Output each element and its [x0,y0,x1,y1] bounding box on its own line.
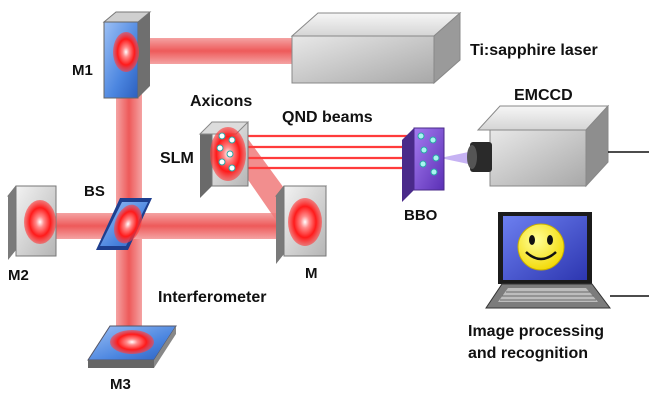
smiley-face-icon [517,223,565,271]
labels: M1 Ti:sapphire laser Axicons QND beams E… [8,42,604,393]
label-and-recognition: and recognition [468,345,588,362]
qnd-beam-lines [232,134,420,170]
beam-splitter-bs [96,198,152,250]
label-axicons: Axicons [190,93,252,110]
bbo-crystal [402,127,445,202]
label-image-processing: Image processing [468,323,604,340]
mirror-m3 [87,325,177,368]
label-emccd: EMCCD [514,87,573,104]
label-qnd-beams: QND beams [282,109,373,126]
beam-m2-to-m [42,213,284,239]
emccd-camera [467,104,649,188]
label-interferometer: Interferometer [158,289,266,306]
mirror-m2 [6,185,57,260]
laptop-icon [485,212,649,309]
mirror-m1 [102,11,152,99]
label-m2: M2 [8,267,29,284]
bbo-output-spots [417,132,440,176]
label-m1: M1 [72,62,93,79]
ti-sapphire-laser [290,11,462,85]
label-m3: M3 [110,376,131,393]
mirror-m [274,185,328,264]
label-bs: BS [84,183,105,200]
label-laser: Ti:sapphire laser [470,42,598,59]
axicon-spots [216,132,236,172]
label-m: M [305,265,318,282]
slm-with-axicons [198,121,250,198]
label-bbo: BBO [404,207,438,224]
label-slm: SLM [160,150,194,167]
